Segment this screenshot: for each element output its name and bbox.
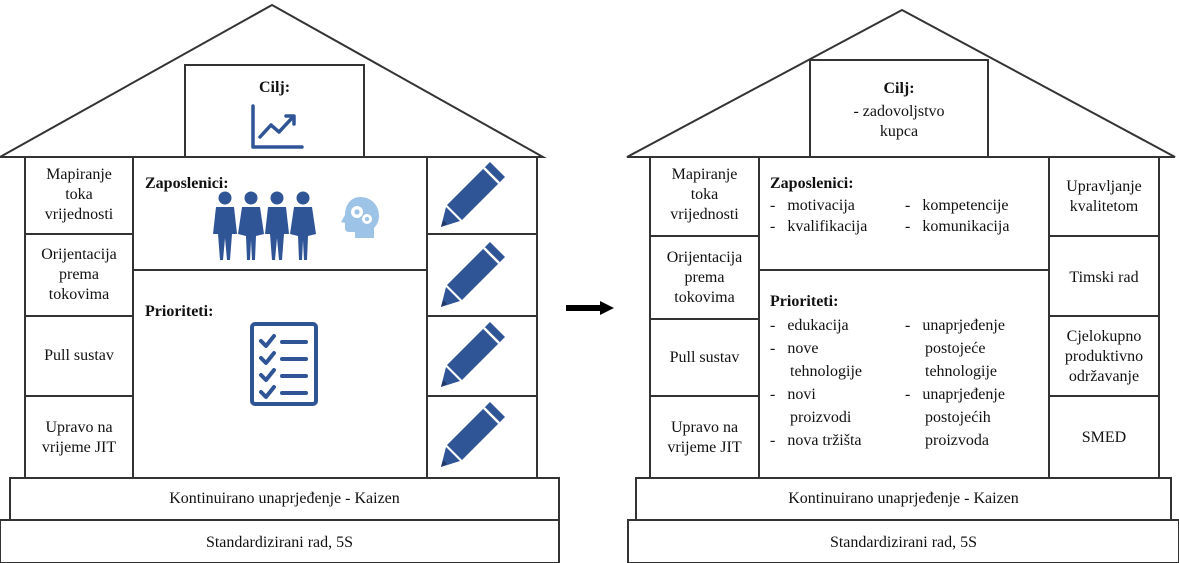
right-pillar-left-item: Upravo na vrijeme JIT: [667, 419, 742, 456]
priority-item: postojećih: [905, 409, 991, 426]
right-foundation-5s: Standardizirani rad, 5S: [829, 534, 978, 551]
right-house-frame: [626, 8, 1179, 563]
right-employees-title: Zaposlenici:: [770, 175, 854, 192]
priority-item: - unaprjeđenje: [905, 386, 1005, 403]
priority-item: - nove: [770, 340, 819, 357]
employee-item: - kvalifikacija: [770, 218, 868, 235]
pencil-icon: [441, 242, 505, 307]
priority-item: proizvodi: [770, 409, 852, 426]
left-foundation-kaizen: Kontinuirano unaprjeđenje - Kaizen: [169, 490, 400, 507]
left-goal-title: Cilj:: [258, 79, 291, 96]
priority-item: - unaprjeđenje: [905, 317, 1005, 334]
priority-item: - novi: [770, 386, 816, 403]
priority-item: tehnologije: [905, 363, 997, 380]
right-priorities-title: Prioriteti:: [770, 293, 839, 310]
left-pillar-item: Pull sustav: [44, 347, 114, 364]
priority-item: - edukacija: [770, 317, 849, 334]
left-pillar-item: Mapiranje toka vrijednosti: [44, 166, 114, 223]
left-priorities-title: Prioriteti:: [145, 303, 214, 320]
right-foundation-bottom: [627, 519, 1179, 563]
priority-item: proizvoda: [905, 432, 989, 449]
left-house-frame: [0, 3, 560, 563]
right-pillar-left-item: Mapiranje toka vrijednosti: [670, 166, 739, 223]
checklist-icon: [250, 322, 318, 406]
left-foundation-5s: Standardizirani rad, 5S: [205, 534, 354, 551]
left-foundation-bottom: [0, 519, 560, 563]
right-pillar-left-item: Pull sustav: [669, 349, 740, 366]
left-pillar-item: Orijentacija prema tokovima: [41, 246, 117, 303]
employee-item: - komunikacija: [905, 218, 1010, 235]
right-arrow-icon: [566, 301, 614, 315]
priority-item: postojeće: [905, 340, 986, 357]
priority-item: tehnologije: [770, 363, 862, 380]
right-pillar-right-item: Timski rad: [1069, 269, 1139, 286]
pencil-icon: [441, 402, 505, 467]
priority-item: - nova tržišta: [770, 432, 862, 449]
left-pillar-item: Upravo na vrijeme JIT: [41, 419, 117, 456]
left-employees-title: Zaposlenici:: [145, 175, 229, 192]
pencil-icon: [441, 322, 505, 387]
employee-item: - motivacija: [770, 197, 855, 214]
right-foundation-kaizen: Kontinuirano unaprjeđenje - Kaizen: [788, 490, 1019, 507]
right-pillar-right-item: Upravljanje kvalitetom: [1066, 178, 1142, 215]
people-group-icon: [213, 191, 316, 260]
right-goal-text: - zadovoljstvo kupca: [853, 103, 945, 140]
pencil-icon: [441, 162, 505, 227]
right-pillar-left-item: Orijentacija prema tokovima: [666, 249, 743, 306]
right-pillar-right-item: Cjelokupno produktivno održavanje: [1064, 328, 1144, 385]
employee-item: - kompetencije: [905, 197, 1009, 214]
right-pillar-right-item: SMED: [1081, 429, 1127, 446]
right-goal-title: Cilj:: [883, 80, 915, 97]
head-gears-icon: [341, 197, 379, 238]
rising-trend-chart-icon: [251, 104, 304, 149]
